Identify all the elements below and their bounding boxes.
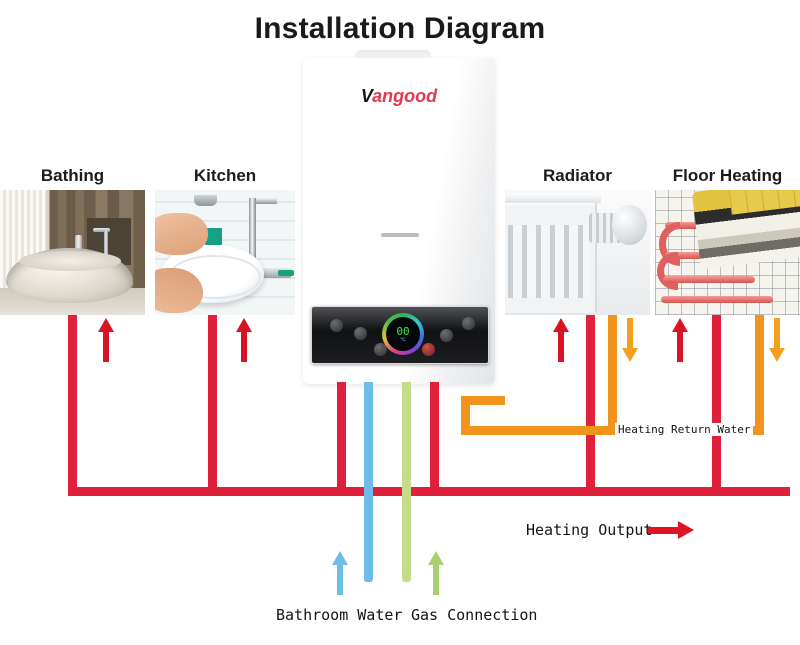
bathtub-basin	[18, 250, 121, 271]
kitchen-faucet-arm	[248, 197, 277, 204]
label-heating-return-water: Heating Return Water	[615, 423, 754, 436]
photo-radiator	[505, 190, 650, 315]
photo-kitchen	[155, 190, 295, 315]
pipe-radiator-return-riser	[608, 315, 617, 431]
kitchen-hand-lower	[155, 267, 203, 313]
lcd-screen: 00 ℃	[386, 317, 420, 351]
floor-heating-pipe-run	[661, 296, 773, 303]
photo-bathing	[0, 190, 145, 315]
floor-heating-pipe-bend	[657, 252, 678, 290]
pipe-radiator-supply-riser	[586, 315, 595, 492]
kitchen-faucet-column	[248, 197, 256, 275]
label-heating-output: Heating Output	[526, 521, 653, 539]
pipe-bathroom-water-inlet	[364, 382, 373, 582]
arrow-bathing-supply-up	[98, 318, 114, 362]
pipe-left-bus-horizontal	[68, 487, 438, 496]
brand-logo-text: angood	[372, 86, 438, 106]
brand-logo: Vangood	[303, 86, 495, 107]
arrow-floor-heating-return-down	[769, 318, 785, 362]
bathing-spout-icon	[92, 227, 111, 232]
photo-label-kitchen: Kitchen	[193, 166, 257, 185]
lcd-temperature-unit: ℃	[400, 336, 406, 343]
page-title: Installation Diagram	[254, 12, 546, 45]
pipe-floor-heating-return-riser	[755, 315, 764, 431]
radiator-fins	[507, 225, 590, 298]
kitchen-spout-icon	[194, 195, 217, 207]
pipe-floor-heating-supply-riser	[712, 315, 721, 492]
arrow-floor-heating-supply-up	[672, 318, 688, 362]
bathtub	[5, 247, 134, 303]
boiler-front-slot	[381, 233, 419, 237]
pipe-kitchen-supply-vertical	[208, 315, 217, 495]
pipe-gas-inlet	[402, 382, 411, 582]
water-heater-unit: Vangood 00 ℃	[303, 58, 495, 384]
bathing-mixer-icon	[75, 235, 83, 255]
photo-label-radiator: Radiator	[543, 166, 612, 185]
temp-down-button-icon[interactable]	[374, 343, 387, 356]
kitchen-green-accent	[205, 227, 223, 245]
pipe-bathing-supply-vertical	[68, 315, 77, 495]
lcd-temperature-value: 00	[396, 324, 410, 338]
floor-heating-pipe-run	[663, 276, 755, 283]
pipe-boiler-return-top-horizontal	[461, 396, 505, 405]
arrow-heating-output-right	[648, 521, 694, 539]
photo-label-bathing: Bathing	[40, 166, 105, 185]
arrow-radiator-return-down	[622, 318, 638, 362]
arrow-gas-up	[428, 551, 444, 595]
photo-floor-heating	[655, 190, 800, 315]
control-panel[interactable]: 00 ℃	[311, 306, 489, 364]
label-bathroom-water: Bathroom Water	[276, 606, 403, 624]
pipe-boiler-heating-outlet	[430, 382, 439, 492]
arrow-radiator-supply-up	[553, 318, 569, 362]
pipe-heating-output-bus	[430, 487, 790, 496]
arrow-bathroom-water-up	[332, 551, 348, 595]
reset-button-icon[interactable]	[422, 343, 435, 356]
arrow-kitchen-supply-up	[236, 318, 252, 362]
kitchen-valve-handle	[278, 270, 294, 277]
settings-button-icon[interactable]	[462, 317, 475, 330]
mode-button-icon[interactable]	[354, 327, 367, 340]
kitchen-hand-upper	[155, 212, 209, 255]
pipe-boiler-hotwater-outlet	[337, 382, 346, 495]
bathing-faucet-icon	[104, 230, 109, 265]
radiator-thermostat-knob	[612, 205, 648, 245]
kitchen-valve	[261, 267, 293, 278]
power-button-icon[interactable]	[330, 319, 343, 332]
brand-logo-initial: V	[360, 86, 373, 106]
photo-label-floor-heating: Floor Heating	[672, 166, 783, 185]
pipe-boiler-heating-return-inlet	[461, 396, 470, 431]
lcd-display: 00 ℃	[382, 313, 424, 355]
radiator-top-grill	[505, 192, 601, 203]
label-gas-connection: Gas Connection	[411, 606, 538, 624]
temp-up-button-icon[interactable]	[440, 329, 453, 342]
